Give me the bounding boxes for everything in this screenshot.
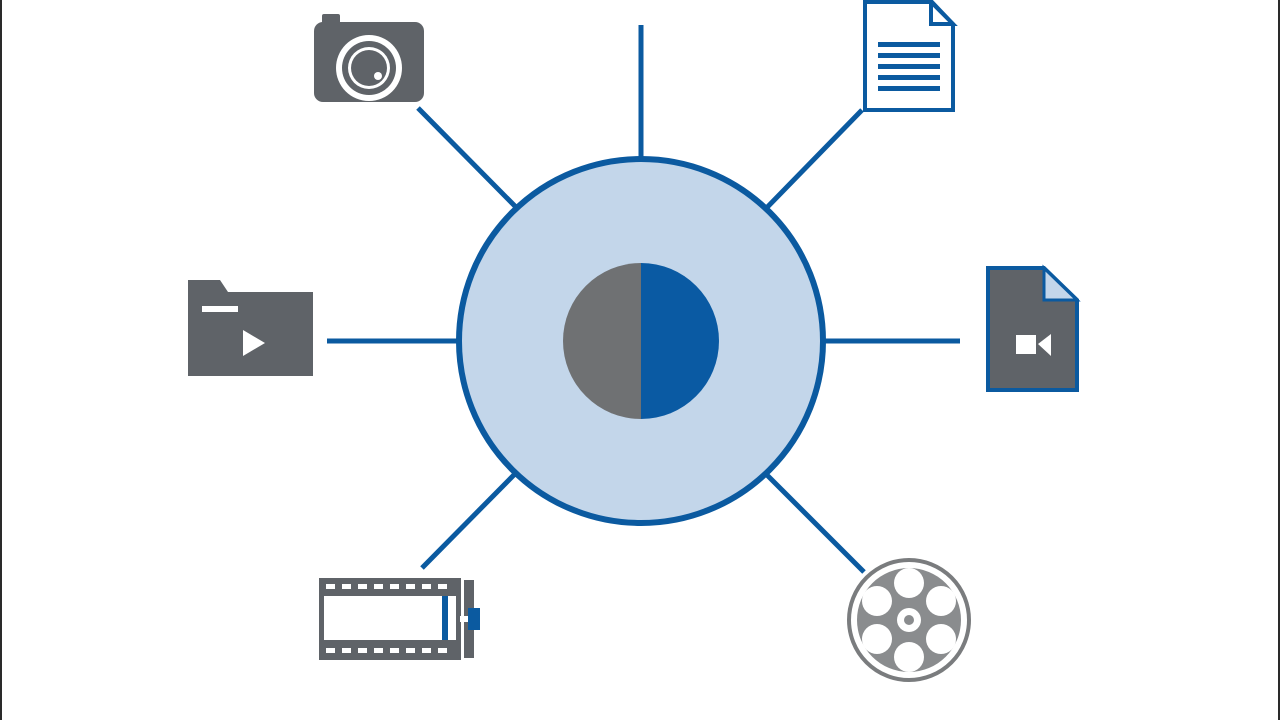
central-hub [456,156,826,526]
hub-core-right-half [641,263,719,419]
film-strip-icon [319,578,480,660]
document-icon [863,0,958,112]
video-file-icon [986,264,1081,392]
camera-icon [314,14,424,102]
film-reel-icon [847,558,971,682]
hub-core-left-half [563,263,641,419]
video-folder-icon [188,280,313,376]
